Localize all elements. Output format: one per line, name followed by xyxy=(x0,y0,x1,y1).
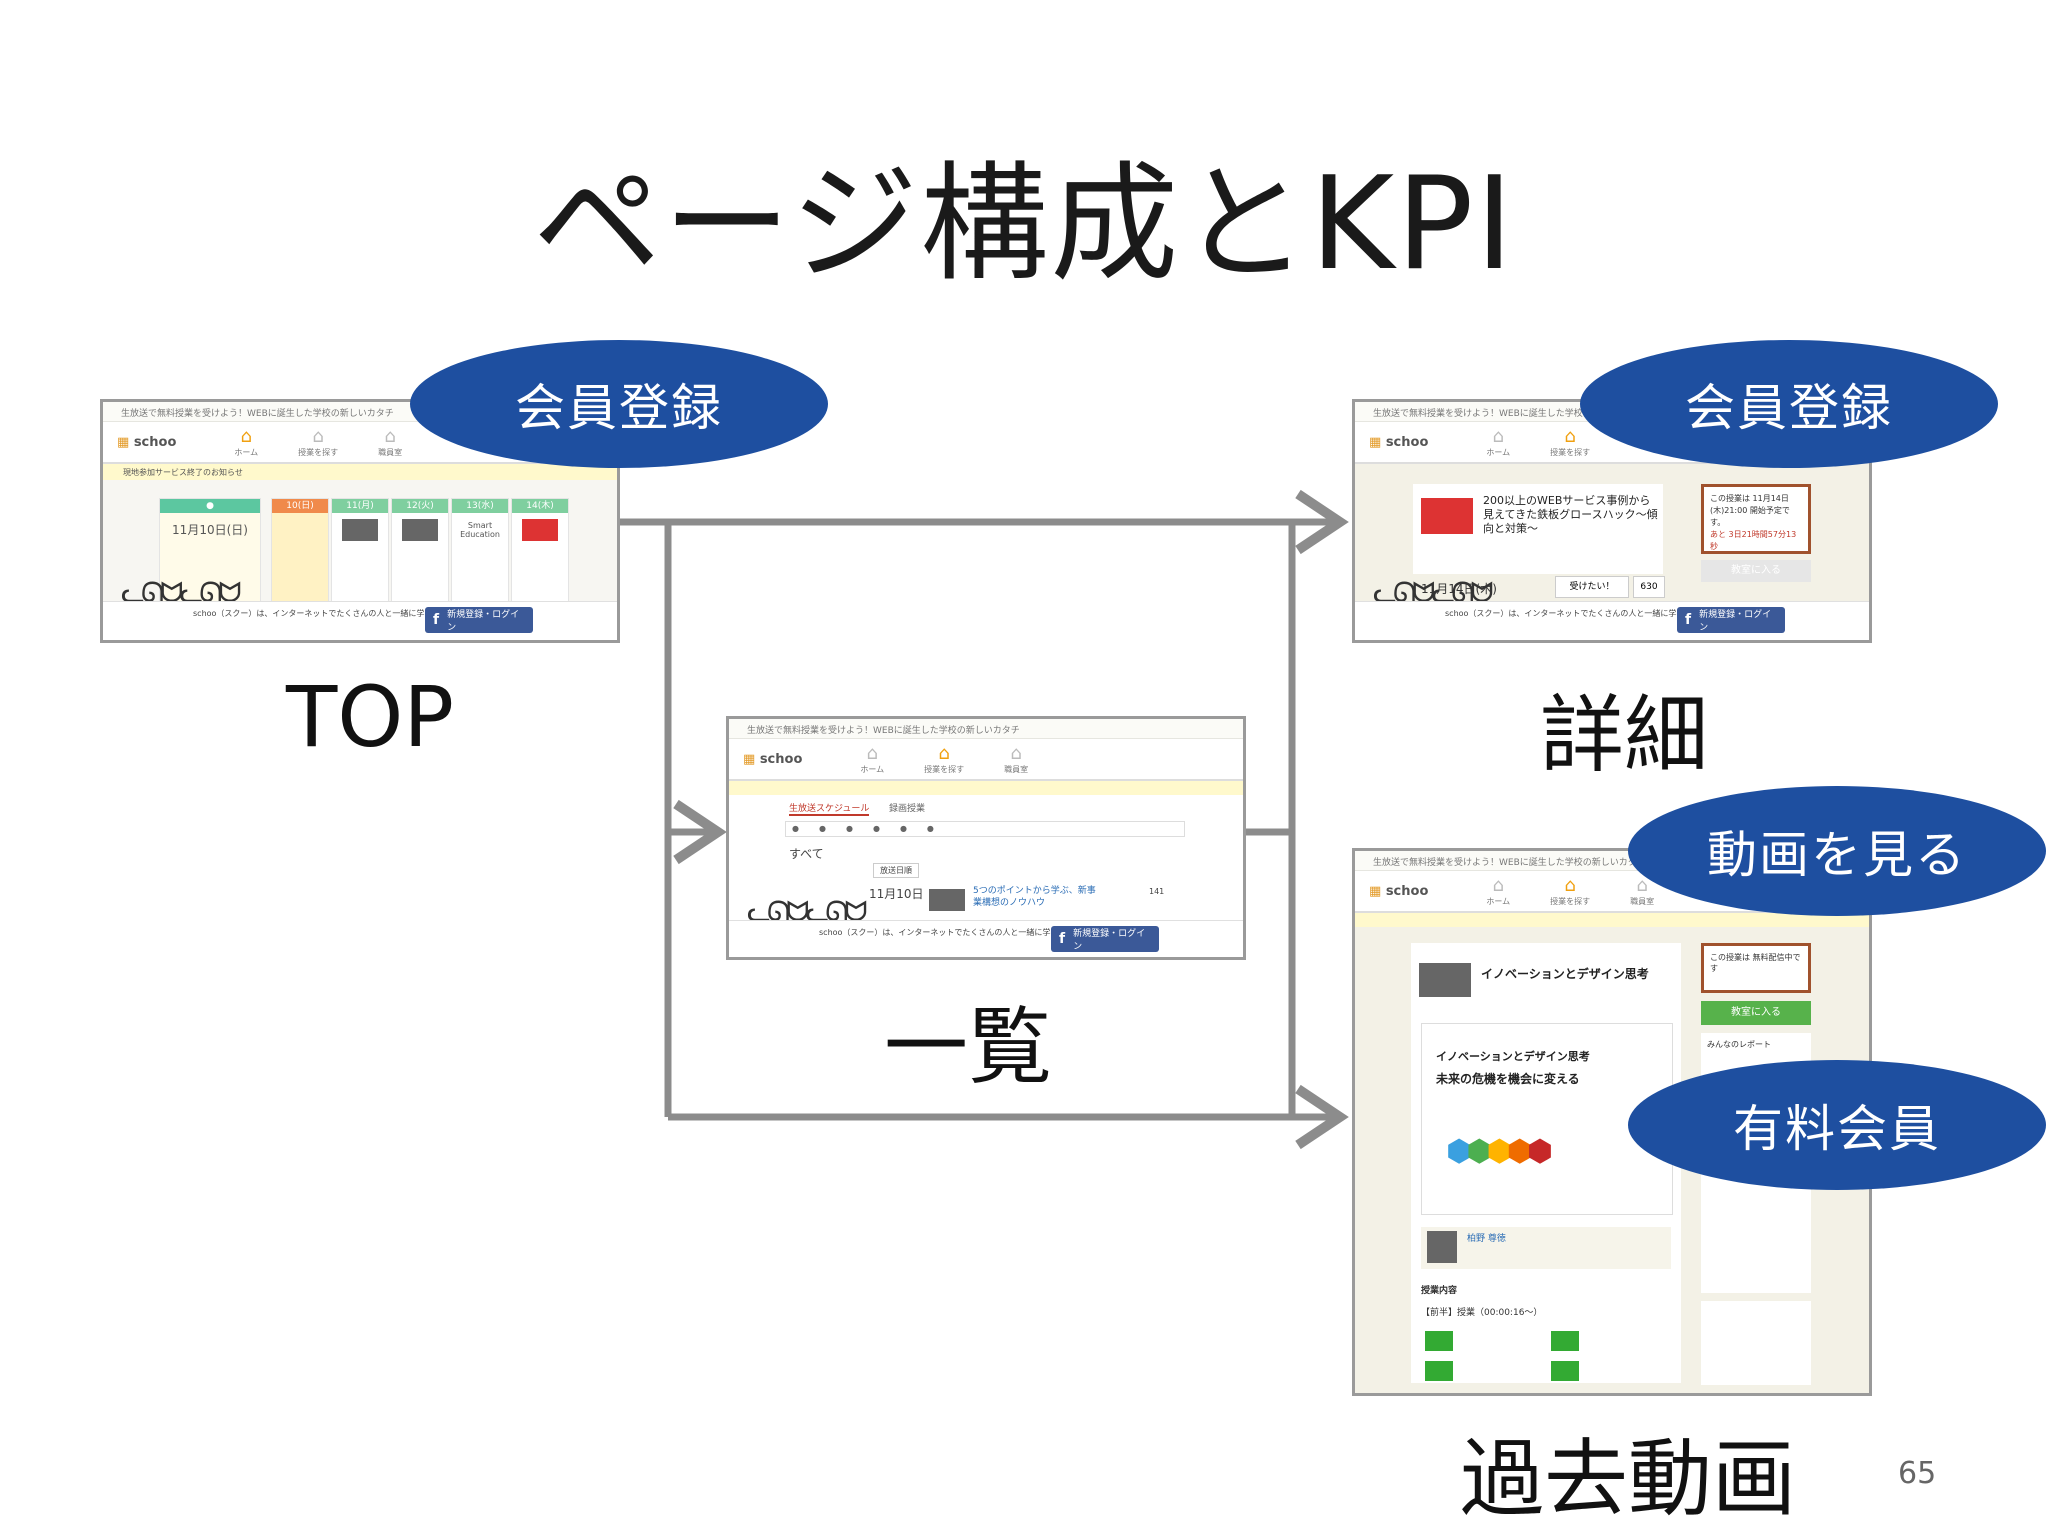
detail-date: 11月14日(木) xyxy=(1421,582,1497,596)
slide-title: ページ構成とKPI xyxy=(532,150,1516,299)
detail-want-button: 受けたい！ xyxy=(1555,576,1629,598)
top-cal-day: 14(木) xyxy=(511,498,569,610)
top-cal-day: 11(月) xyxy=(331,498,389,610)
kpi-archive-paid: 有料会員 xyxy=(1628,1060,2046,1190)
list-sort-select: 放送日順 xyxy=(873,863,919,878)
archive-side-box: この授業は 無料配信中です xyxy=(1701,943,1811,993)
archive-course-title: イノベーションとデザイン思考 xyxy=(1481,967,1649,981)
top-notice: 現地参加サービス終了のお知らせ xyxy=(103,464,617,480)
detail-logo: schoo xyxy=(1369,435,1429,450)
top-cal-main-date: 11月10日(日) xyxy=(172,523,248,537)
list-page-thumbnail: 生放送で無料授業を受けよう！WEBに誕生した学校の新しいカタチ schoo ホー… xyxy=(726,716,1246,960)
top-nav-staff: 職員室 xyxy=(378,426,402,458)
list-tab-live: 生放送スケジュール xyxy=(789,801,870,816)
archive-main-card: イノベーションとデザイン思考 イノベーションとデザイン思考 未来の危機を機会に変… xyxy=(1411,943,1681,1383)
top-logo: schoo xyxy=(117,435,177,450)
top-cal-main: ● 11月10日(日) xyxy=(159,498,261,610)
archive-enter-button: 教室に入る xyxy=(1701,1001,1811,1025)
detail-footer: schoo（スクー）は、インターネットでたくさんの人と一緒に学べる、学校の新しい… xyxy=(1355,601,1869,640)
archive-teacher: 柏野 尊徳 xyxy=(1421,1227,1671,1269)
detail-side-box: この授業は 11月14日(木)21:00 開始予定です。 あと 3日21時間57… xyxy=(1701,484,1811,554)
caption-archive: 過去動画 xyxy=(1460,1430,1797,1528)
detail-course-title: 200以上のWEBサービス事例から見えてきた鉄板グロースハック〜傾向と対策〜 xyxy=(1483,494,1658,535)
top-cal-day: 12(火) xyxy=(391,498,449,610)
top-cal-day: 13(水)Smart Education xyxy=(451,498,509,610)
kpi-archive-watch: 動画を見る xyxy=(1628,786,2046,916)
top-footer: schoo（スクー）は、インターネットでたくさんの人と一緒に学べる、学校の新しい… xyxy=(103,601,617,640)
top-nav-search: 授業を探す xyxy=(298,426,338,458)
detail-course-card: 200以上のWEBサービス事例から見えてきた鉄板グロースハック〜傾向と対策〜 xyxy=(1413,484,1663,574)
caption-list: 一覧 xyxy=(884,998,1053,1096)
archive-related xyxy=(1701,1301,1811,1385)
detail-enter-button: 教室に入る xyxy=(1701,560,1811,582)
list-item-date: 11月10日 xyxy=(869,887,924,901)
archive-video-player: イノベーションとデザイン思考 未来の危機を機会に変える ⬢⬢⬢⬢⬢ xyxy=(1421,1023,1673,1215)
list-item-title: 5つのポイントから学ぶ、新事業構想のノウハウ xyxy=(973,886,1096,908)
detail-want-count: 630 xyxy=(1633,576,1665,598)
list-filter: すべて xyxy=(789,847,824,861)
kpi-top-signup: 会員登録 xyxy=(410,340,828,468)
top-cal-day: 10(日) xyxy=(271,498,329,610)
list-item-count: 141 xyxy=(1149,887,1165,896)
page-number: 65 xyxy=(1898,1456,1937,1491)
archive-part: 【前半】授業（00:00:16〜） xyxy=(1421,1308,1543,1318)
kpi-detail-signup: 会員登録 xyxy=(1580,340,1998,468)
list-category-bar: ●●●●●● xyxy=(785,821,1185,837)
facebook-icon: f xyxy=(1685,612,1692,628)
hexagon-graphic-icon: ⬢⬢⬢⬢⬢ xyxy=(1446,1134,1553,1169)
facebook-icon: f xyxy=(433,612,440,628)
top-nav-home: ホーム xyxy=(234,426,258,458)
list-tab-recorded: 録画授業 xyxy=(889,804,926,814)
facebook-icon: f xyxy=(1059,931,1066,947)
archive-section: 授業内容 xyxy=(1421,1286,1458,1296)
caption-detail: 詳細 xyxy=(1540,686,1709,784)
caption-top: TOP xyxy=(286,668,455,766)
